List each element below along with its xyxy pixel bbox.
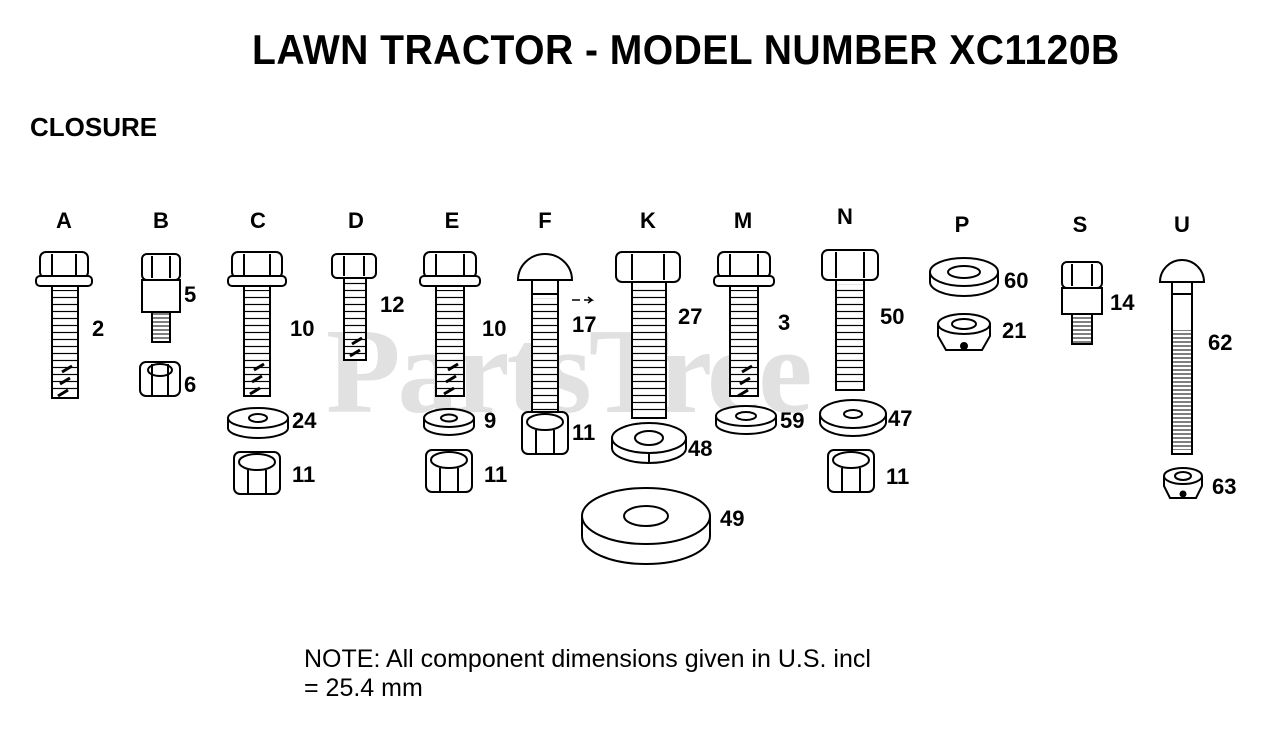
flat-washer [715, 405, 777, 435]
column-letters: A B C D E F K M N P S U [56, 204, 1190, 237]
bolt-a [35, 251, 93, 399]
dimensions-note: NOTE: All component dimensions given in … [304, 645, 871, 703]
bolt-d [331, 253, 377, 361]
part-number: 62 [1208, 330, 1232, 355]
lock-nut [139, 361, 181, 397]
part-number: 60 [1004, 268, 1028, 293]
note-line-2: = 25.4 mm [304, 674, 423, 702]
part-number: 27 [678, 304, 702, 329]
column-letter: U [1174, 212, 1190, 237]
part-number: 5 [184, 282, 196, 307]
note-line-1: NOTE: All component dimensions given in … [304, 645, 871, 673]
bolt-e [419, 251, 481, 397]
diagram-title: LAWN TRACTOR - MODEL NUMBER XC1120B [252, 26, 1120, 73]
part-number: 10 [290, 316, 314, 341]
part-number: 6 [184, 372, 196, 397]
column-letter: M [734, 208, 752, 233]
flange-nut [1163, 467, 1203, 499]
castle-nut [425, 449, 473, 493]
column-letter: F [538, 208, 551, 233]
castle-nut [827, 449, 875, 493]
bolt-n [821, 249, 879, 391]
part-number: 59 [780, 408, 804, 433]
part-number: 24 [292, 408, 317, 433]
part-number: 10 [482, 316, 506, 341]
castle-nut [233, 451, 281, 495]
section-label: CLOSURE [30, 112, 158, 142]
lock-washer [611, 422, 687, 464]
bolt-m [713, 251, 775, 398]
part-number: 12 [380, 292, 404, 317]
bolt-k [615, 251, 681, 419]
carriage-bolt-f [516, 253, 574, 419]
part-number: 3 [778, 310, 790, 335]
bolt-c [227, 251, 287, 397]
column-letter: N [837, 204, 853, 229]
flat-washer [227, 407, 289, 439]
flat-washer [423, 408, 475, 436]
large-flat-washer [581, 487, 711, 565]
carriage-bolt-u [1158, 259, 1206, 455]
column-letter: E [445, 208, 460, 233]
part-number: 49 [720, 506, 744, 531]
part-number: 50 [880, 304, 904, 329]
column-letter: D [348, 208, 364, 233]
column-letter: B [153, 208, 169, 233]
part-number: 11 [484, 462, 507, 487]
column-letter: K [640, 208, 656, 233]
part-number: 2 [92, 316, 104, 341]
arrow-icon [572, 296, 595, 304]
column-letter: S [1073, 212, 1088, 237]
part-number: 21 [1002, 318, 1026, 343]
washer-p [929, 257, 999, 297]
column-letter: P [955, 212, 970, 237]
column-letter: C [250, 208, 266, 233]
shoulder-bolt-b [141, 253, 181, 343]
flange-nut [937, 313, 991, 351]
castle-nut [521, 411, 569, 455]
column-letter: A [56, 208, 72, 233]
part-number: 17 [572, 312, 596, 337]
part-number: 14 [1110, 290, 1135, 315]
part-number: 48 [688, 436, 712, 461]
part-number: 47 [888, 406, 912, 431]
flat-washer [819, 399, 887, 437]
part-number: 9 [484, 408, 496, 433]
part-number: 63 [1212, 474, 1236, 499]
part-number: 11 [572, 420, 595, 445]
part-number: 11 [292, 462, 315, 487]
shoulder-bolt-s [1061, 261, 1103, 345]
part-number: 11 [886, 464, 909, 489]
